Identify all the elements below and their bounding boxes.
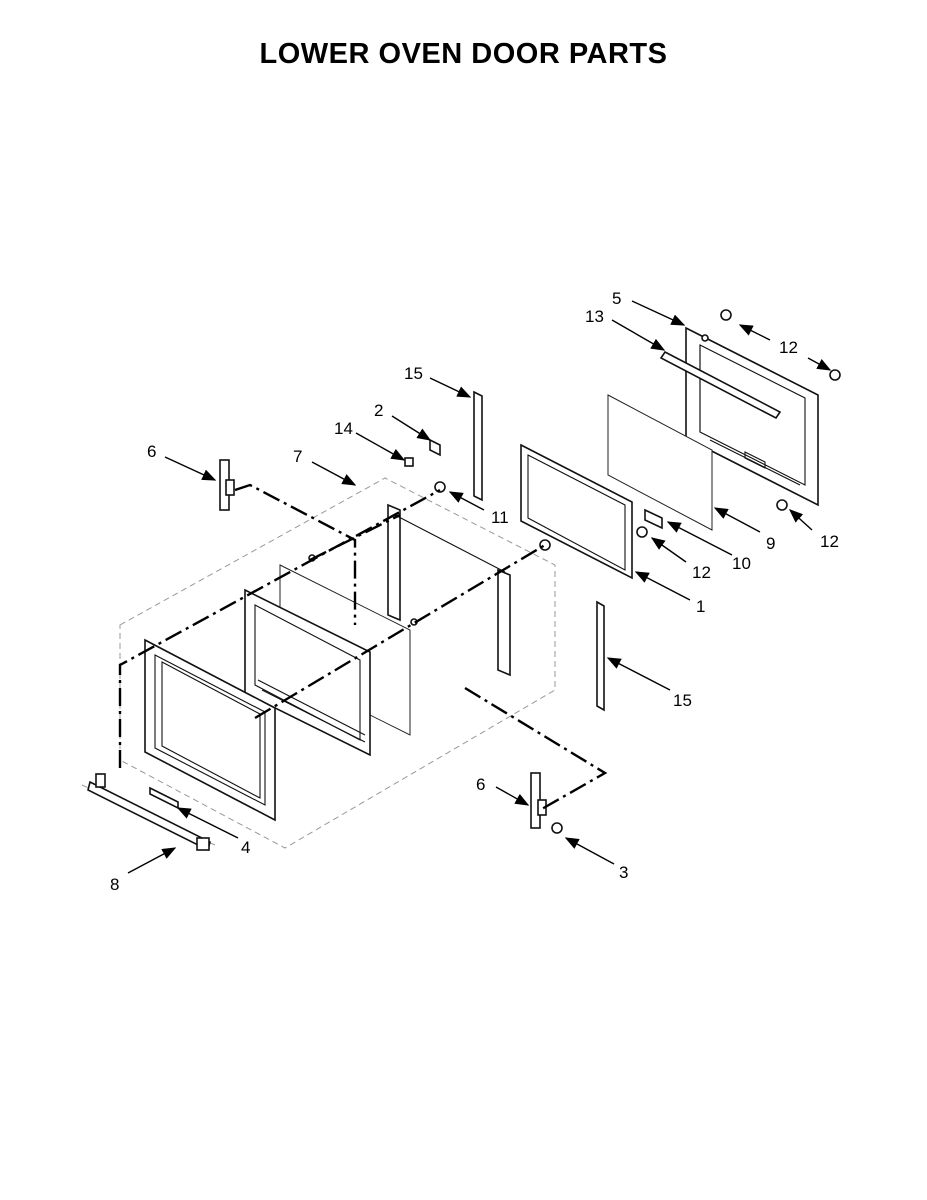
callout-3: 3 [619,863,628,882]
leader-lines [127,300,832,874]
page-title: LOWER OVEN DOOR PARTS [259,38,668,70]
callout-5: 5 [612,289,621,308]
callout-12: 12 [779,338,798,357]
callout-7: 7 [293,447,302,466]
callout-10: 10 [732,554,751,573]
door-frame-part-7 [244,503,511,757]
spring-part-14 [404,457,414,467]
callout-8: 8 [110,875,119,894]
assembly-guide-lines [118,483,608,812]
bracket-part-10 [644,508,663,530]
callout-labels: 5 13 12 15 2 14 6 7 11 9 12 12 10 1 15 4… [110,289,839,894]
handle-part-8 [87,773,211,852]
callout-13: 13 [585,307,604,326]
callout-14: 14 [334,419,353,438]
callout-11: 11 [491,508,509,527]
side-strip-part-15-lower [596,600,605,712]
callout-9: 9 [766,534,775,553]
callout-4: 4 [241,838,250,857]
side-strip-part-15-upper [473,390,483,502]
vent-part-4 [149,786,179,810]
callout-6: 6 [147,442,156,461]
outer-door-panel [144,638,276,822]
callout-15: 15 [404,364,423,383]
callout-15: 15 [673,691,692,710]
glass-panel-part-9 [607,394,713,531]
inner-door-frame-part-5 [685,326,819,507]
callout-2: 2 [374,401,383,420]
callout-6: 6 [476,775,485,794]
callout-1: 1 [696,597,705,616]
hinge-part-6-lower [530,772,547,829]
clip-part-2 [429,438,441,457]
hinge-part-6-upper [219,459,235,511]
trim-bar-part-13 [659,350,782,420]
glass-pack-part-1 [520,443,633,580]
callout-12: 12 [820,532,839,551]
callout-12: 12 [692,563,711,582]
